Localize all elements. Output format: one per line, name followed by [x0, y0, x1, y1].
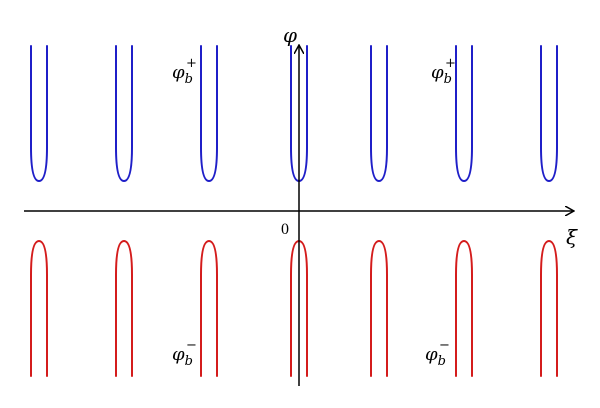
lower-branch-label-left: φb−: [172, 338, 197, 369]
label-sub: b: [444, 72, 452, 87]
label-sub: b: [438, 354, 446, 369]
label-main: φ: [431, 62, 444, 83]
curves-group: [30, 45, 558, 377]
label-main: φ: [172, 344, 185, 365]
upper-branch-curve-2: [200, 45, 218, 182]
x-axis-label: ξ: [566, 225, 578, 249]
upper-branch-label-right: φb+: [431, 56, 456, 87]
label-sup: +: [445, 56, 456, 71]
lower-branch-curve-5: [455, 240, 473, 377]
upper-branch-curve-4: [370, 45, 388, 182]
label-sub: b: [185, 354, 193, 369]
label-main: φ: [425, 344, 438, 365]
lower-branch-label-right: φb−: [425, 338, 450, 369]
lower-branch-curve-4: [370, 240, 388, 377]
lower-branch-curve-2: [200, 240, 218, 377]
label-main: φ: [172, 62, 185, 83]
origin-label: 0: [281, 221, 289, 238]
y-axis-label: φ: [283, 23, 297, 47]
label-sub: b: [185, 72, 193, 87]
label-sup: −: [439, 338, 450, 353]
lower-branch-curve-0: [30, 240, 48, 377]
label-sup: +: [186, 56, 197, 71]
label-sup: −: [186, 338, 197, 353]
upper-branch-curve-6: [540, 45, 558, 182]
upper-branch-curve-0: [30, 45, 48, 182]
upper-branch-curve-5: [455, 45, 473, 182]
lower-branch-curve-1: [115, 240, 133, 377]
lower-branch-curve-6: [540, 240, 558, 377]
upper-branch-label-left: φb+: [172, 56, 197, 87]
upper-branch-curve-1: [115, 45, 133, 182]
